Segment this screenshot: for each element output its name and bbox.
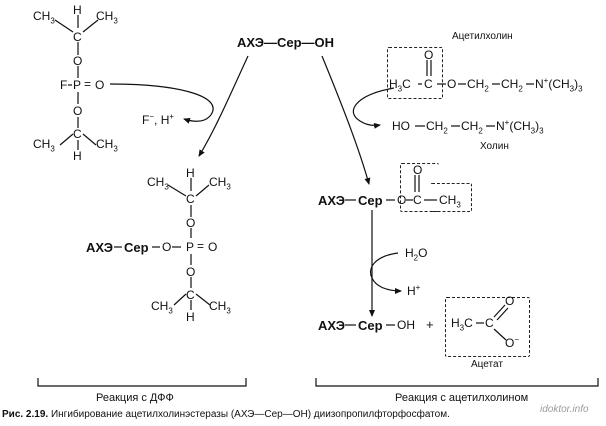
dfp-top-bond-left — [54, 19, 74, 33]
water-label: H2O — [405, 246, 428, 263]
acyl-ache: АХЭ — [318, 193, 345, 208]
adduct-top-c: C — [186, 192, 195, 206]
adduct-o: O — [162, 240, 172, 254]
adduct-top-bond-left — [167, 184, 187, 197]
dfp-double-bond: = — [84, 77, 92, 91]
acetate-c: C — [485, 316, 494, 330]
choline-ch2-b: CH2 — [461, 119, 483, 136]
adduct-po-o: O — [208, 240, 218, 254]
acyl-carbonyl-o: O — [413, 163, 423, 177]
adduct-bottom-bond-left — [173, 293, 187, 306]
dfp-bottom-bond-left — [59, 133, 74, 146]
enzyme-ache-ser-oh: АХЭ—Сер—ОН — [237, 35, 335, 50]
enzyme-to-acyl-arrow — [321, 55, 371, 185]
acetylcholine-to-choline-arrow — [352, 87, 395, 129]
enzyme-to-dfp-adduct-arrow — [198, 55, 249, 157]
dfp-top-c: C — [73, 30, 82, 44]
adduct-p: P — [186, 240, 195, 254]
final-ache: АХЭ — [318, 318, 345, 333]
dfp-po-o: O — [95, 78, 105, 92]
final-oh: ОН — [397, 318, 415, 332]
acetylcholine-label: Ацетилхолин — [452, 31, 513, 42]
ach-carbonyl-o: O — [424, 48, 434, 62]
adduct-top-o: O — [186, 216, 196, 230]
acetate-oxide: O− — [505, 335, 520, 350]
dfp-bottom-c: C — [73, 127, 82, 141]
dfp-reaction-label: Реакция с ДФФ — [96, 392, 174, 404]
ach-ch2-a: CH2 — [467, 77, 489, 94]
proton-label: H+ — [407, 283, 421, 298]
acetate-bond-c-o-double-b — [496, 307, 509, 321]
dfp-bottom-bond-right — [82, 133, 97, 146]
dfp-bottom-o: O — [73, 104, 83, 118]
final-ser: Сер — [358, 318, 383, 333]
acyl-box-left — [400, 163, 439, 212]
acetate-bond-c-o-single — [493, 328, 507, 341]
fluoride-proton-products: F−, H+ — [142, 112, 175, 127]
adduct-top-ch3-right: CH3 — [209, 175, 231, 192]
adduct-bottom-ch3-left: CH3 — [151, 299, 173, 316]
dfp-bottom-h: H — [73, 149, 82, 163]
adduct-bottom-h: H — [186, 310, 195, 324]
acetate-h3c: H3C — [451, 316, 473, 333]
dfp-bottom-ch3-right: CH3 — [96, 137, 118, 154]
dfp-p: P — [73, 78, 82, 92]
ach-trimethylammonium: N+(CH3)3 — [535, 76, 583, 94]
acyl-o: O — [397, 193, 407, 207]
acetylcholine-reaction-bracket — [315, 378, 599, 387]
dfp-top-ch3-left: CH3 — [33, 9, 55, 26]
ach-carbonyl-c: C — [424, 77, 433, 91]
adduct-top-ch3-left: CH3 — [147, 175, 169, 192]
dfp-bottom-ch3-left: CH3 — [33, 137, 55, 154]
acyl-c: C — [413, 193, 422, 207]
acetate-carbonyl-o: O — [505, 294, 515, 308]
dfp-reaction-bracket — [37, 378, 247, 387]
water-hydrolysis-arrow — [370, 252, 402, 294]
choline-trimethylammonium: N+(CH3)3 — [496, 118, 544, 136]
adduct-bottom-bond-right — [195, 293, 211, 306]
adduct-double-bond: = — [197, 239, 205, 253]
acyl-ser: Сер — [358, 193, 383, 208]
dfp-top-o: O — [73, 54, 83, 68]
acetate-label: Ацетат — [471, 359, 503, 370]
choline-label: Холин — [480, 141, 509, 152]
ach-ch2-b: CH2 — [501, 77, 523, 94]
adduct-top-bond-right — [195, 184, 210, 197]
dfp-top-ch3-right: CH3 — [96, 9, 118, 26]
ach-ester-o: O — [447, 77, 457, 91]
choline-ho: HO — [392, 119, 410, 133]
ach-h3c: H3C — [389, 77, 411, 94]
adduct-ser: Сер — [124, 240, 149, 255]
acyl-box-right — [430, 183, 472, 212]
acyl-ch3: CH3 — [439, 193, 461, 210]
dfp-top-h: H — [73, 3, 82, 17]
final-plus: + — [426, 317, 434, 332]
acetyl-group-box — [387, 47, 443, 99]
adduct-bottom-ch3-right: CH3 — [209, 299, 231, 316]
choline-ch2-a: CH2 — [426, 119, 448, 136]
acetate-box — [445, 297, 530, 357]
acetylcholine-reaction-label: Реакция с ацетилхолином — [395, 392, 529, 404]
adduct-ache: АХЭ — [86, 240, 113, 255]
acetate-bond-c-o-double-a — [493, 304, 506, 318]
watermark: idoktor.info — [540, 404, 589, 415]
dfp-to-fluoride-arrow — [109, 83, 214, 124]
dfp-f: F — [60, 78, 68, 92]
adduct-top-h: H — [186, 166, 195, 180]
dfp-top-bond-right — [82, 19, 99, 33]
adduct-bottom-o: O — [186, 265, 196, 279]
adduct-bottom-c: C — [186, 288, 195, 302]
figure-caption: Рис. 2.19. Ингибирование ацетилхолинэсте… — [2, 409, 450, 420]
